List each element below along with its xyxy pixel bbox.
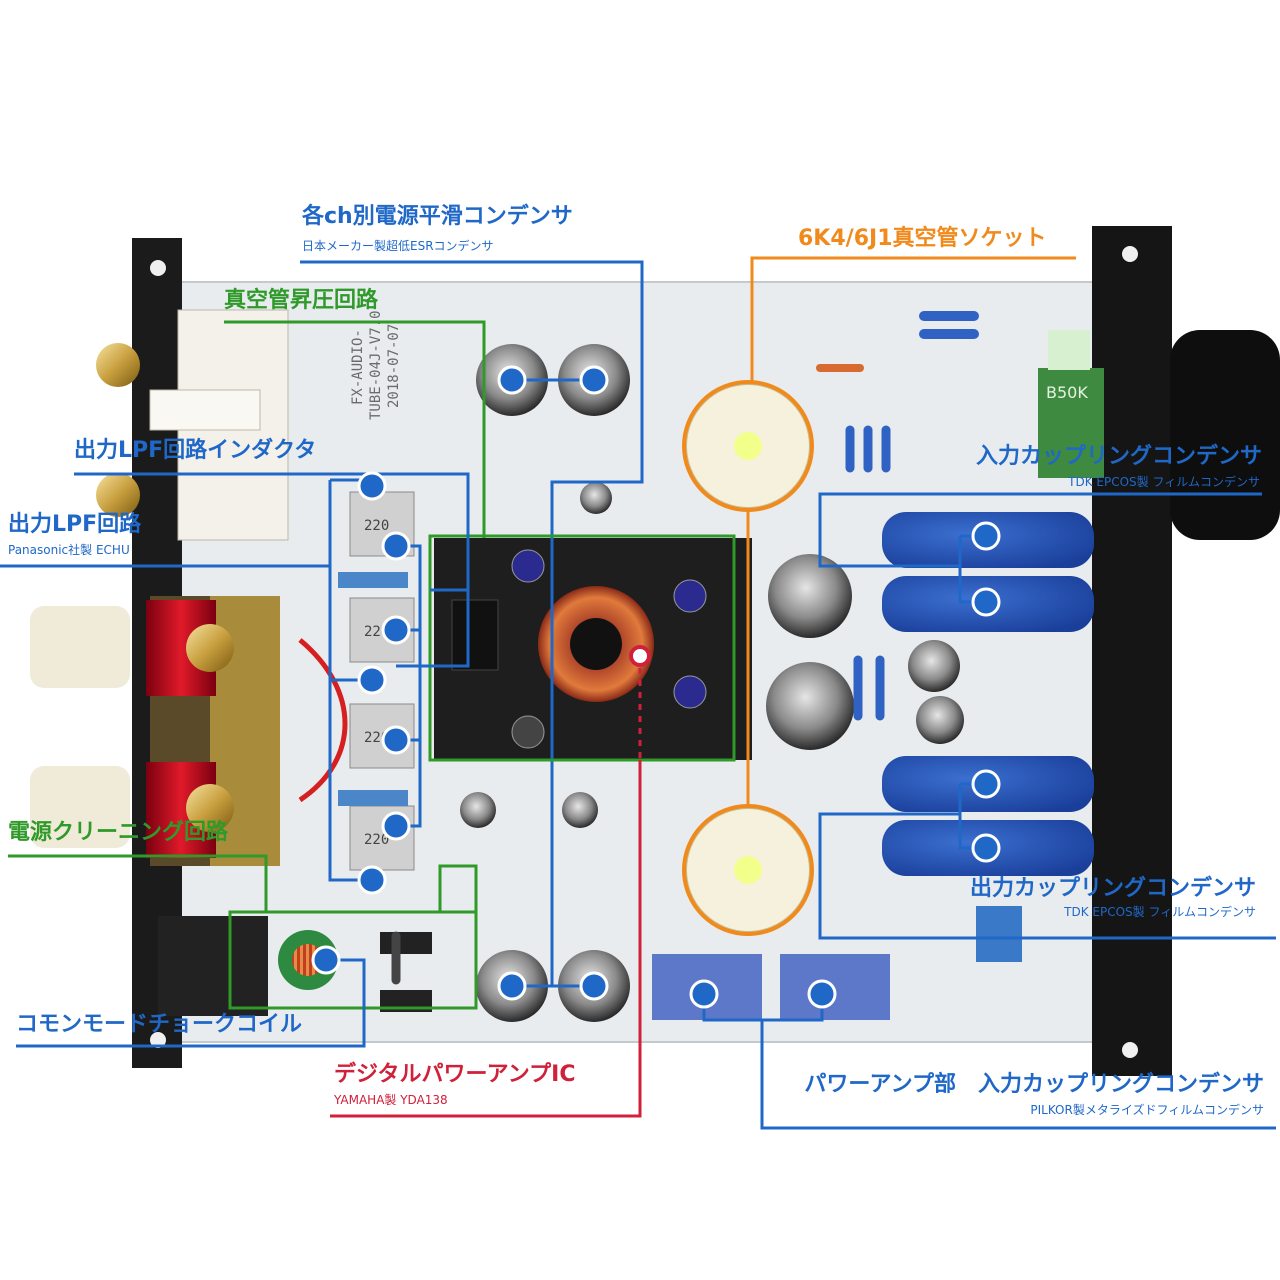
callout-title-power-amp-caps: パワーアンプ部 入力カップリングコンデンサ bbox=[804, 1072, 1264, 1097]
tube-socket-ring-highlight bbox=[682, 380, 814, 936]
callout-dot bbox=[971, 587, 1001, 617]
callout-dot bbox=[357, 471, 387, 501]
callout-title-choke-coil: コモンモードチョークコイル bbox=[16, 1012, 303, 1037]
right-chassis-panel bbox=[1092, 226, 1280, 1076]
pcb-silkscreen: FX-AUDIO- TUBE-04J-V7.0 2018-07-07 bbox=[350, 310, 402, 420]
callout-dot bbox=[381, 811, 411, 841]
inductor-mark: 220 bbox=[364, 832, 389, 848]
callout-box-power-cleaning bbox=[228, 910, 478, 1010]
callout-line-lpf-circuit bbox=[0, 544, 422, 828]
callout-title-tube-socket: 6K4/6J1真空管ソケット bbox=[798, 226, 1047, 251]
callout-title-smoothing-caps: 各ch別電源平滑コンデンサ bbox=[302, 204, 573, 229]
callout-title-lpf-inductor: 出力LPF回路インダクタ bbox=[74, 438, 317, 463]
pot-label: B50K bbox=[1046, 383, 1088, 402]
amp-ic-target-dot bbox=[629, 645, 651, 667]
callout-dot bbox=[579, 365, 609, 395]
callout-dot bbox=[381, 725, 411, 755]
callout-line-boost bbox=[224, 320, 486, 538]
callout-title-output-coupling: 出力カップリングコンデンサ bbox=[969, 876, 1256, 901]
callout-subtitle-smoothing-caps: 日本メーカー製超低ESRコンデンサ bbox=[302, 239, 494, 253]
callout-dot bbox=[381, 615, 411, 645]
callout-dot bbox=[971, 833, 1001, 863]
callout-subtitle-power-amp-caps: PILKOR製メタライズドフィルムコンデンサ bbox=[1030, 1103, 1264, 1117]
callout-dot bbox=[381, 531, 411, 561]
speaker-terminals bbox=[30, 596, 348, 866]
callout-dot bbox=[807, 979, 837, 1009]
callout-dot bbox=[497, 971, 527, 1001]
callout-line-smoothing bbox=[300, 260, 644, 988]
callout-line-tube bbox=[746, 256, 1076, 808]
callout-title-lpf-circuit: 出力LPF回路 bbox=[8, 512, 142, 537]
callout-title-boost-circuit: 真空管昇圧回路 bbox=[224, 288, 379, 313]
resistors bbox=[391, 311, 979, 985]
callout-dots bbox=[311, 365, 1001, 1009]
callout-dot bbox=[689, 979, 719, 1009]
pcb-brand-line2: TUBE-04J-V7.0 bbox=[368, 310, 384, 420]
callout-subtitle-input-coupling: TDK EPCOS製 フィルムコンデンサ bbox=[1068, 475, 1260, 489]
callout-line-power-cleaning bbox=[8, 854, 268, 912]
callout-dot bbox=[357, 865, 387, 895]
callout-line-lpf-inductor bbox=[74, 472, 470, 882]
callout-line-amp-ic bbox=[330, 760, 642, 1118]
callout-dot bbox=[497, 365, 527, 395]
callout-title-amp-ic: デジタルパワーアンプIC bbox=[334, 1062, 576, 1087]
common-mode-choke bbox=[158, 916, 432, 1016]
callout-subtitle-amp-ic: YAMAHA製 YDA138 bbox=[334, 1093, 448, 1107]
callout-dot bbox=[311, 945, 341, 975]
inductor-mark: 220 bbox=[364, 518, 389, 534]
volume-knob bbox=[1170, 330, 1280, 540]
callout-dot bbox=[971, 521, 1001, 551]
callout-box-boost bbox=[428, 534, 736, 762]
callout-line-choke bbox=[16, 958, 366, 1048]
callout-title-input-coupling: 入力カップリングコンデンサ bbox=[975, 444, 1262, 469]
pcb-brand-line1: FX-AUDIO- bbox=[350, 329, 366, 405]
callout-subtitle-lpf-circuit: Panasonic社製 ECHU bbox=[8, 543, 130, 557]
film-capacitors bbox=[652, 512, 1094, 1020]
pcb-brand-line3: 2018-07-07 bbox=[386, 324, 402, 408]
callout-subtitle-output-coupling: TDK EPCOS製 フィルムコンデンサ bbox=[1064, 905, 1256, 919]
callout-dot bbox=[579, 971, 609, 1001]
volume-pot: B50K bbox=[1038, 330, 1104, 478]
boost-module bbox=[434, 538, 752, 760]
callout-title-power-cleaning: 電源クリーニング回路 bbox=[8, 820, 229, 845]
rca-input-jacks bbox=[96, 309, 289, 541]
callout-dot bbox=[357, 665, 387, 695]
callout-dot bbox=[971, 769, 1001, 799]
